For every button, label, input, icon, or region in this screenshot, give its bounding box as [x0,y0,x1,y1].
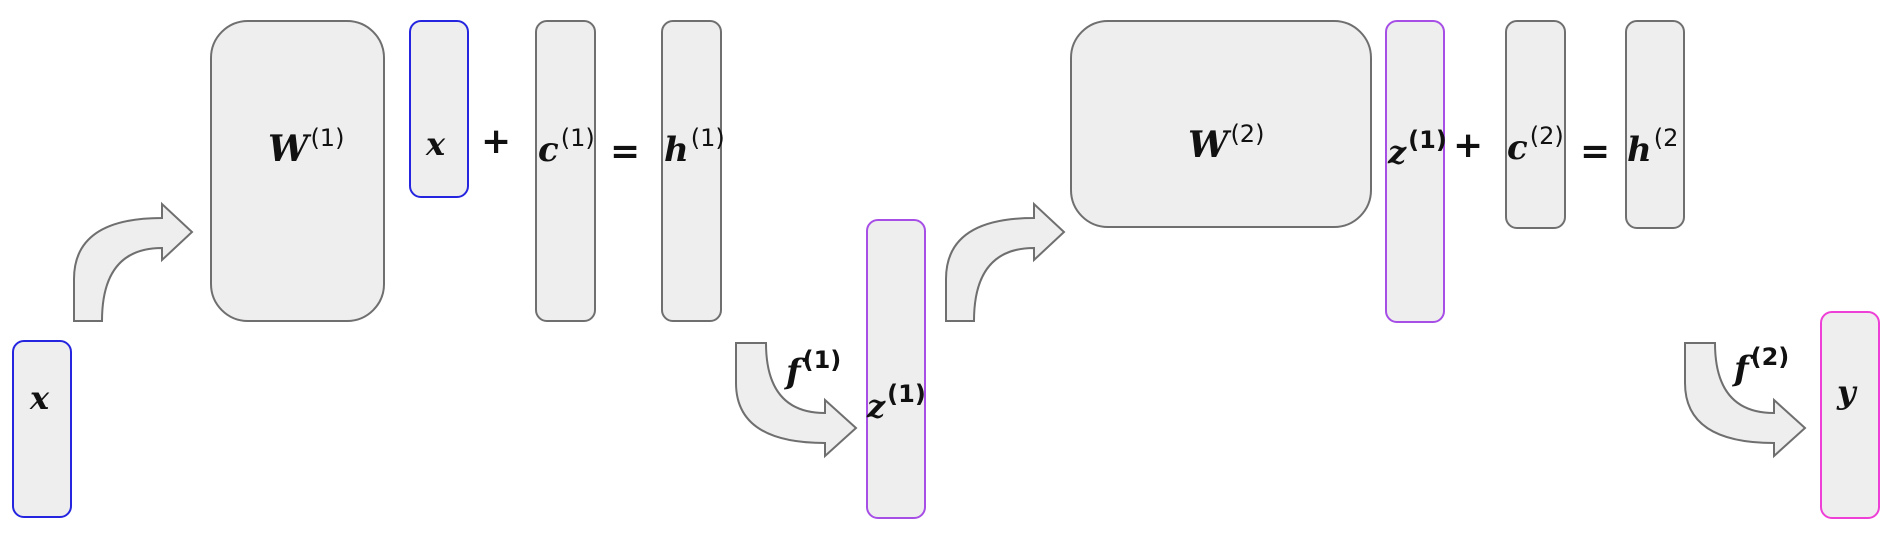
layer1-equals-sign: = [610,131,641,172]
hidden-preactivation-2-box [1625,20,1685,229]
hidden-preactivation-2-label: h(2 [1627,124,1679,170]
layer1-input-x-label: x [426,125,446,163]
curved-arrow-down-2-icon [1684,342,1807,459]
output-vector-label: y [1837,373,1856,411]
weight-matrix-2-box [1070,20,1372,228]
bias-vector-2-label: c(2) [1507,122,1564,168]
layer2-equals-sign: = [1580,131,1611,172]
weight-matrix-1-box [210,20,385,322]
bias-vector-1-box [535,20,596,322]
layer1-plus-sign: + [481,121,512,162]
activation-2-label: f(2) [1734,343,1790,389]
layer2-input-z-label: z(1) [1388,126,1447,171]
hidden-preactivation-1-box [661,20,722,322]
layer2-plus-sign: + [1453,125,1484,166]
output-vector-box [1820,311,1880,519]
layer2-input-z-box [1385,20,1445,323]
input-vector-box [12,340,72,518]
activation-1-label: f(1) [786,346,842,392]
weight-matrix-1-label: W(1) [268,124,345,170]
curved-arrow-down-1-icon [735,342,858,459]
hidden-preactivation-2-clip: h(2 [1625,20,1683,229]
hidden-activation-1-label: z(1) [867,380,926,425]
bias-vector-2-box [1505,20,1566,229]
curved-arrow-up-icon [73,201,194,322]
hidden-activation-1-box [866,219,926,519]
bias-vector-1-label: c(1) [538,124,595,170]
layer1-input-x-box [409,20,469,198]
weight-matrix-2-label: W(2) [1188,120,1265,166]
hidden-preactivation-1-label: h(1) [664,124,725,170]
curved-arrow-up-2-icon [945,201,1066,322]
input-vector-label: x [30,379,50,417]
